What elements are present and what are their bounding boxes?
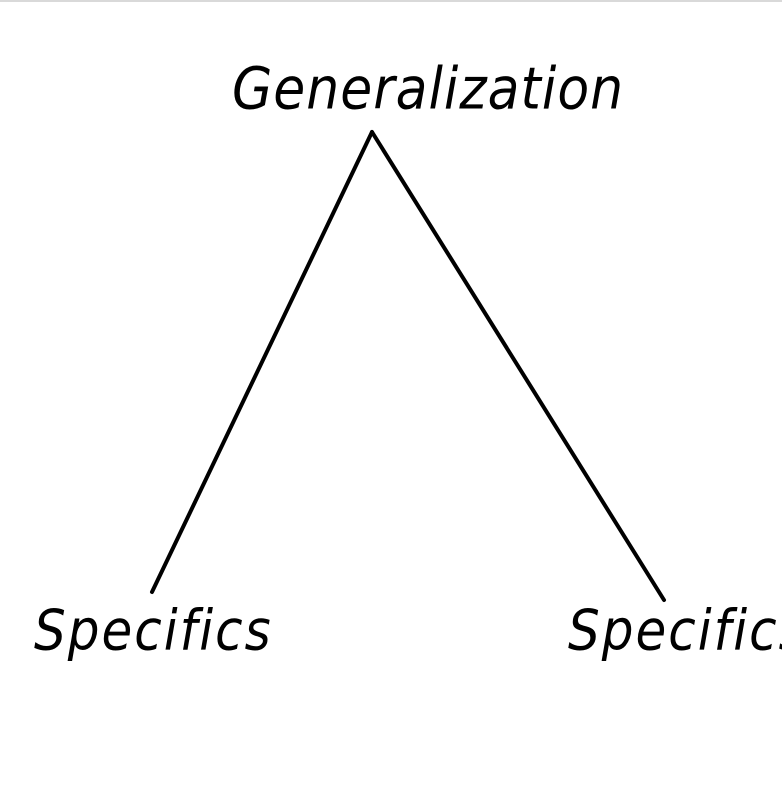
connector-left	[150, 130, 374, 594]
root-label-generalization: Generalization	[232, 56, 625, 124]
leaf-label-specifics-left: Specifics	[34, 598, 273, 663]
leaf-label-specifics-right: Specifics	[568, 598, 782, 663]
top-border	[0, 0, 782, 2]
connector-right	[370, 130, 666, 602]
